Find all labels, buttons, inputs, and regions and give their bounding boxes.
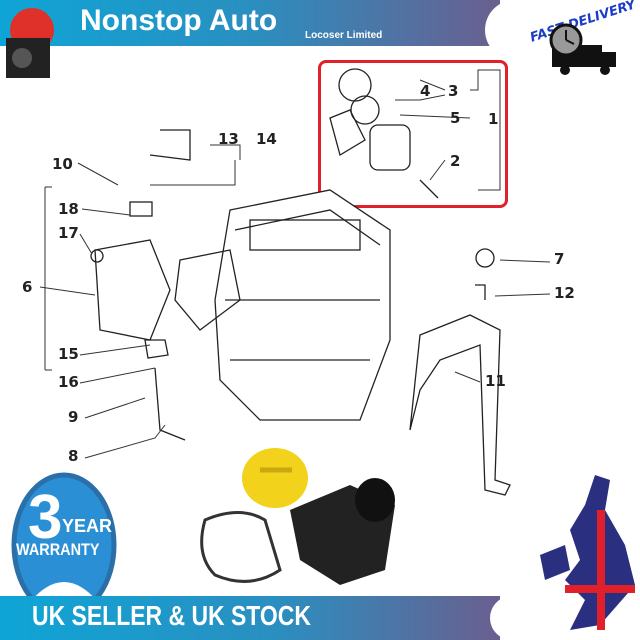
warranty-badge: 3 YEAR WARRANTY — [10, 472, 118, 618]
callout-17: 17 — [58, 224, 79, 242]
callout-6: 6 — [22, 278, 33, 296]
callout-7: 7 — [554, 250, 565, 268]
callout-13: 13 — [218, 130, 239, 148]
callout-14: 14 — [256, 130, 277, 148]
brand-name: Nonstop Auto — [80, 4, 278, 37]
train-logo — [6, 8, 54, 78]
callout-12: 12 — [554, 284, 575, 302]
callout-3: 3 — [448, 82, 459, 100]
warranty-year: YEAR — [62, 516, 113, 536]
callout-16: 16 — [58, 373, 79, 391]
callout-4: 4 — [420, 82, 431, 100]
callout-8: 8 — [68, 447, 79, 465]
callout-9: 9 — [68, 408, 79, 426]
callout-2: 2 — [450, 152, 461, 170]
warranty-label: WARRANTY — [16, 540, 100, 559]
callout-1: 1 — [488, 110, 499, 128]
callout-11: 11 — [485, 372, 506, 390]
callout-15: 15 — [58, 345, 79, 363]
callout-10: 10 — [52, 155, 73, 173]
callout-18: 18 — [58, 200, 79, 218]
footer-cutout — [490, 596, 570, 640]
company-name: Locoser Limited — [305, 30, 383, 41]
header-banner — [0, 0, 500, 46]
warranty-number: 3 — [28, 483, 63, 552]
callout-5: 5 — [450, 109, 461, 127]
footer-text: UK SELLER & UK STOCK — [32, 600, 311, 631]
highlighted-assembly-box — [318, 60, 508, 208]
footer-banner — [0, 596, 500, 640]
